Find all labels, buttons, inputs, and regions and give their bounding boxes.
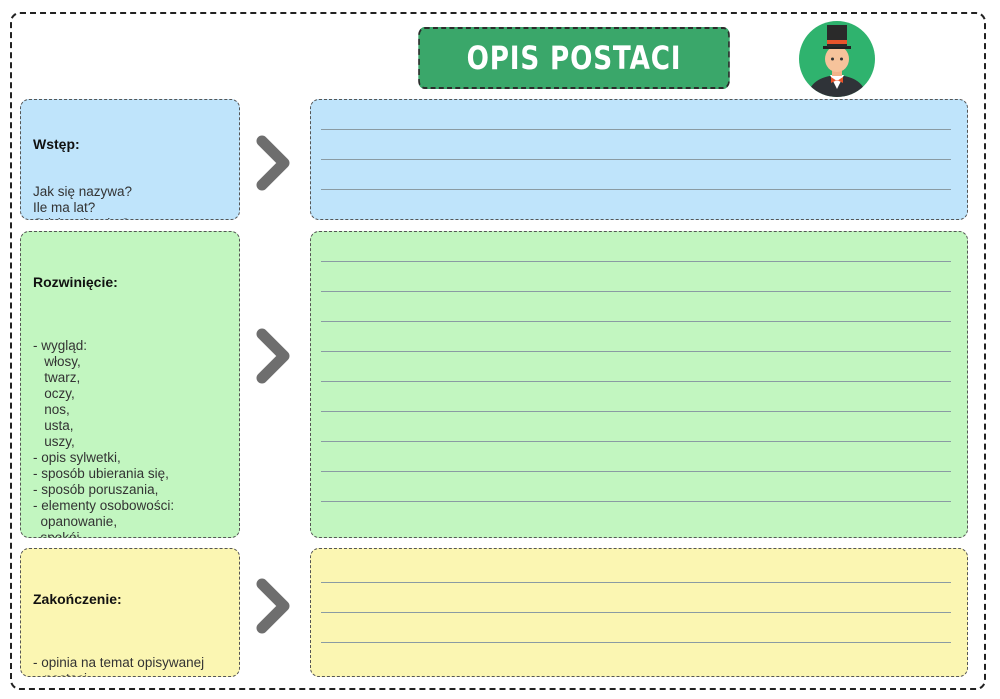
development-writing-area[interactable] [310, 231, 968, 538]
development-heading: Rozwinięcie: [33, 274, 118, 290]
writing-line [321, 321, 951, 322]
intro-heading: Wstęp: [33, 136, 80, 152]
writing-line [321, 291, 951, 292]
intro-writing-area[interactable] [310, 99, 968, 220]
ending-heading: Zakończenie: [33, 591, 122, 607]
gentleman-avatar-icon [799, 21, 875, 97]
chevron-right-icon [256, 578, 290, 634]
writing-line [321, 441, 951, 442]
chevron-right-icon [256, 328, 290, 384]
writing-line [321, 351, 951, 352]
ending-points: - opinia na temat opisywanej postaci [33, 655, 205, 676]
development-prompt-box: Rozwinięcie: - wygląd: włosy, twarz, ocz… [20, 231, 240, 538]
intro-questions: Jak się nazywa? Ile ma lat? Gdzie mieszk… [33, 184, 133, 219]
intro-prompt-box: Wstęp: Jak się nazywa? Ile ma lat? Gdzie… [20, 99, 240, 220]
development-points: - wygląd: włosy, twarz, oczy, nos, usta,… [33, 338, 175, 538]
writing-line [321, 612, 951, 613]
writing-line [321, 411, 951, 412]
worksheet-frame [10, 12, 986, 690]
ending-writing-area[interactable] [310, 548, 968, 677]
writing-line [321, 129, 951, 130]
writing-line [321, 261, 951, 262]
writing-line [321, 159, 951, 160]
writing-line [321, 189, 951, 190]
chevron-right-icon [256, 135, 290, 191]
writing-line [321, 642, 951, 643]
ending-prompt-box: Zakończenie: - opinia na temat opisywane… [20, 548, 240, 677]
writing-line [321, 501, 951, 502]
writing-line [321, 582, 951, 583]
page-title: OPIS POSTACI [418, 27, 730, 89]
writing-line [321, 381, 951, 382]
writing-line [321, 471, 951, 472]
